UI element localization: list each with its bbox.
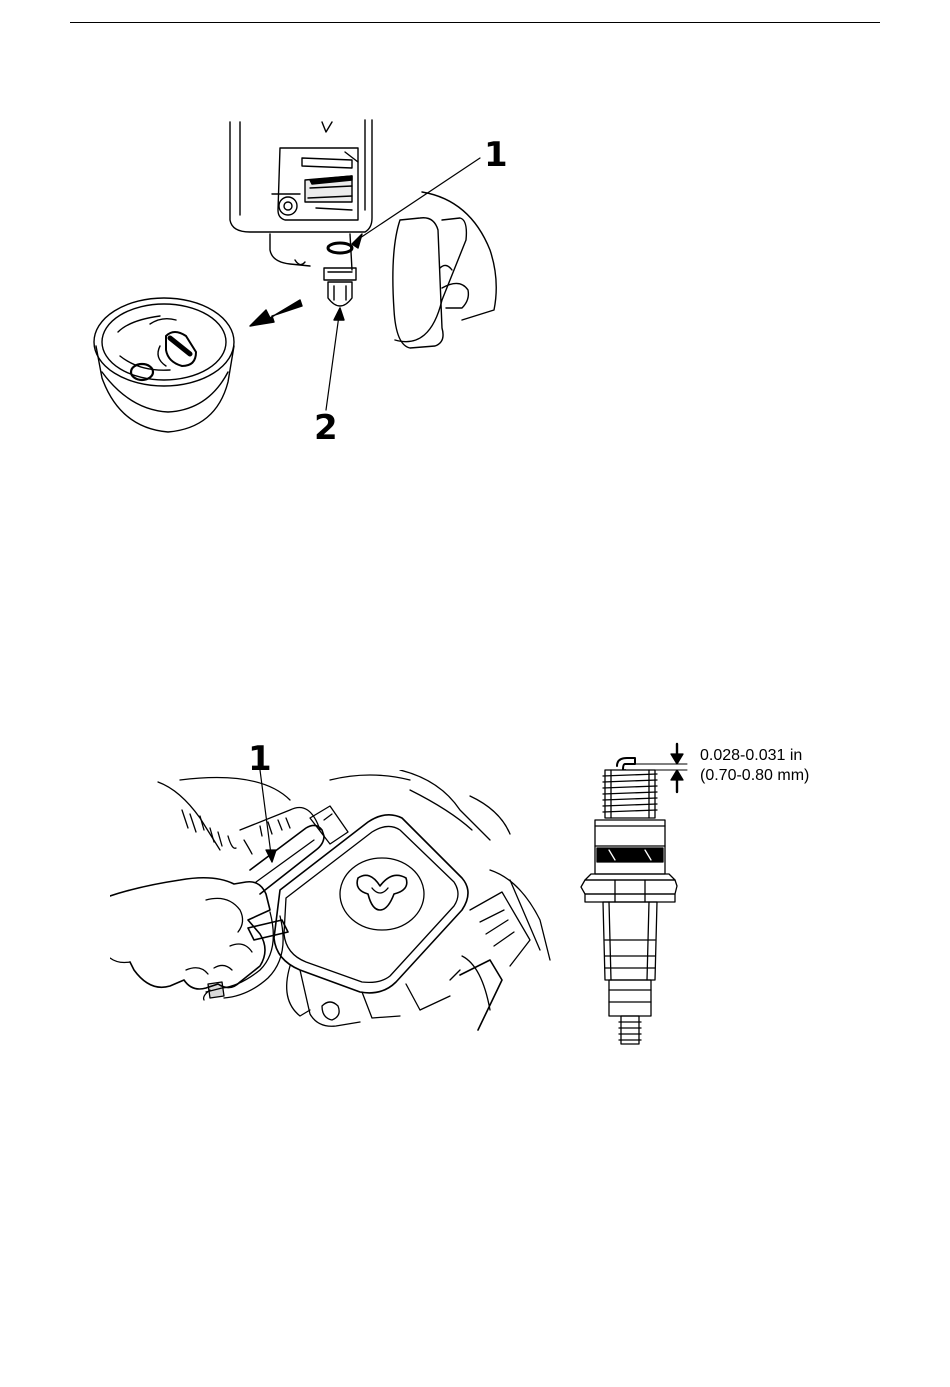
callout-number-2: 2 bbox=[314, 411, 338, 445]
callout-number-1: 1 bbox=[484, 138, 508, 172]
gap-arrow-down-icon bbox=[671, 744, 683, 764]
spark-plug-icon bbox=[581, 758, 677, 1044]
valve-cup-part bbox=[324, 268, 356, 306]
callout-number-1-wrench: 1 bbox=[248, 742, 272, 776]
spark-plug-figure bbox=[575, 740, 695, 1050]
direction-arrow-icon bbox=[250, 300, 302, 326]
gap-arrow-up-icon bbox=[671, 770, 683, 792]
spark-plug-wrench-figure bbox=[110, 770, 560, 1040]
spark-plug-wrench-icon bbox=[248, 825, 324, 940]
sediment-cup-figure bbox=[90, 110, 520, 450]
sediment-cup-icon bbox=[94, 298, 234, 432]
fuel-valve-icon bbox=[230, 120, 496, 348]
spark-plug-gap-inches: 0.028-0.031 in bbox=[700, 746, 802, 766]
header-rule bbox=[70, 22, 880, 23]
o-ring-icon bbox=[328, 243, 352, 253]
spark-plug-gap-millimeters: (0.70-0.80 mm) bbox=[700, 766, 809, 786]
